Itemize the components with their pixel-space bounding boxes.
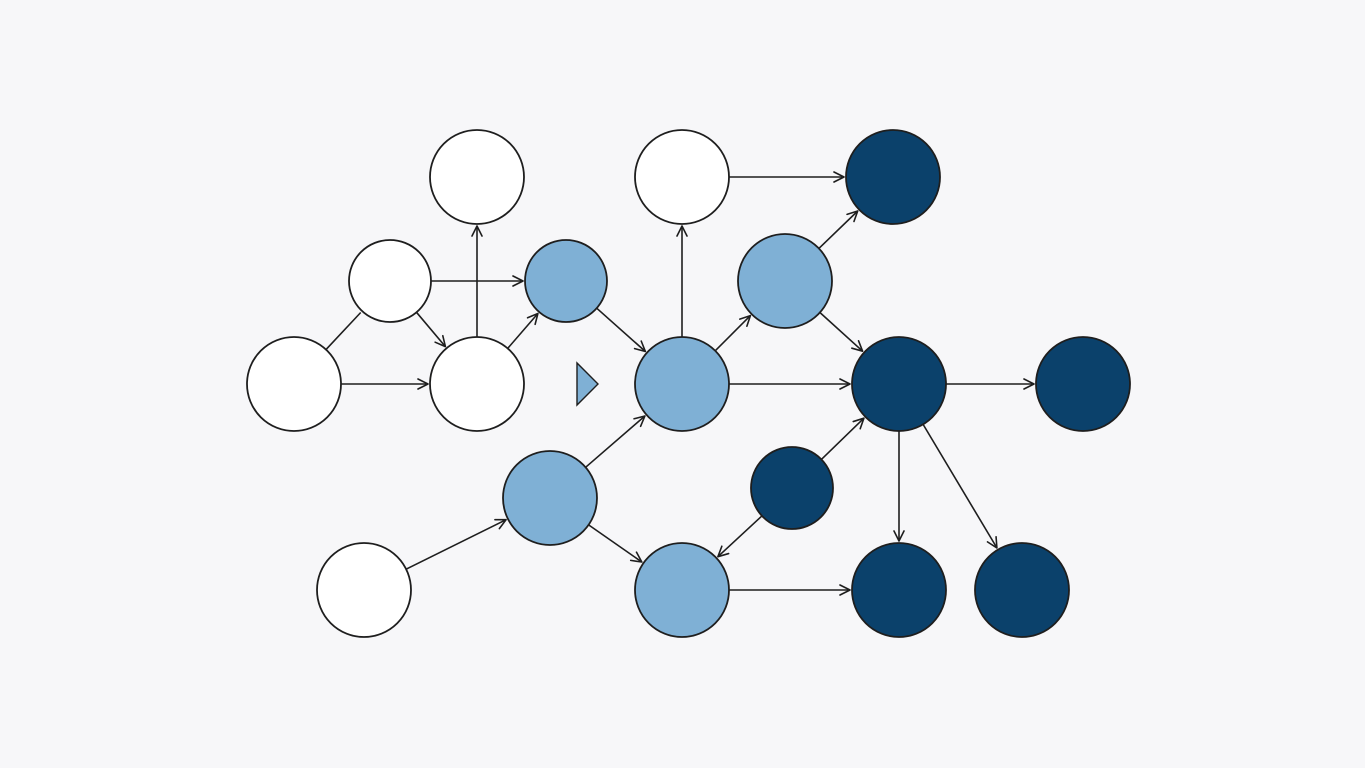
edge-d-small-to-l-bottom [717, 515, 763, 558]
edge-w-mid-to-w-center [415, 311, 447, 348]
node-d-hub [851, 336, 947, 432]
node-w-top-right [634, 129, 730, 225]
edge-l-lower-to-l-hub [585, 415, 646, 468]
edge-l-right-to-d-top [818, 210, 859, 249]
node-l-hub [634, 336, 730, 432]
node-l-lower [502, 450, 598, 546]
node-d-far [1035, 336, 1131, 432]
edge-l-hub-to-l-right [714, 314, 752, 352]
edge-w-left-to-w-mid [325, 311, 362, 351]
node-l-right [737, 233, 833, 329]
edge-w-center-to-l-upper [507, 312, 539, 349]
node-w-top [429, 129, 525, 225]
nodes-layer [246, 129, 1131, 638]
node-w-mid [348, 239, 432, 323]
play-marker-icon [576, 361, 599, 407]
edge-l-right-to-d-hub [819, 311, 864, 353]
edge-l-upper-to-l-hub [596, 307, 647, 353]
node-l-bottom [634, 542, 730, 638]
edge-d-hub-to-d-bottom-right [922, 423, 998, 549]
node-l-upper [524, 239, 608, 323]
edge-w-bottom-to-l-lower [405, 518, 507, 570]
node-d-bottom [851, 542, 947, 638]
node-d-top [845, 129, 941, 225]
node-w-bottom [316, 542, 412, 638]
edge-l-lower-to-l-bottom [588, 524, 643, 563]
node-w-center [429, 336, 525, 432]
edges-layer [325, 171, 1035, 596]
node-d-bottom-right [974, 542, 1070, 638]
node-w-left [246, 336, 342, 432]
edge-d-small-to-d-hub [820, 417, 865, 460]
node-d-small [750, 446, 834, 530]
